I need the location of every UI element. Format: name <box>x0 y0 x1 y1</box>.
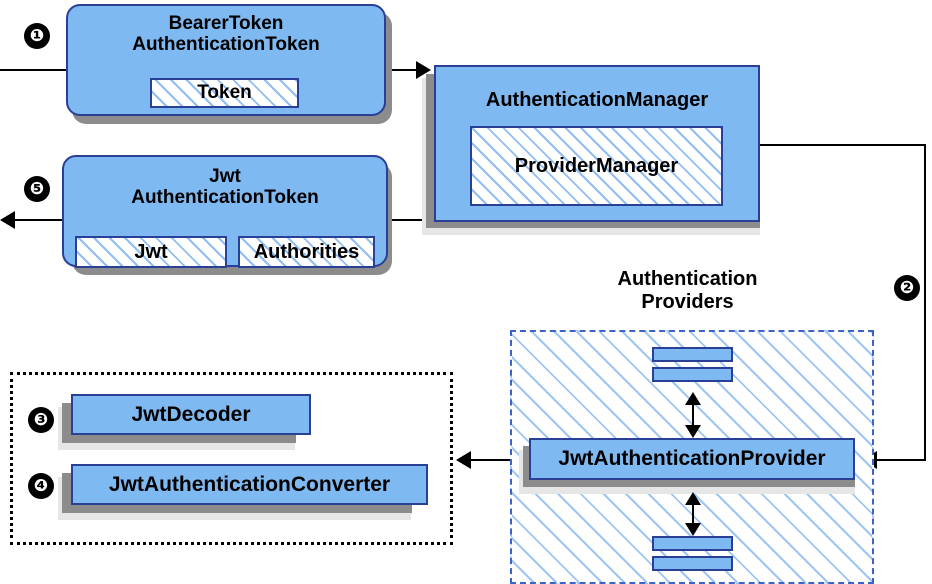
provider-manager-label: ProviderManager <box>514 154 679 177</box>
jwt-decoder-node[interactable]: JwtDecoder <box>71 394 311 435</box>
providers-region-caption: Authentication Providers <box>560 268 815 314</box>
badge-step-4: ❹ <box>28 473 54 499</box>
badge-step-3: ❸ <box>28 407 54 433</box>
provider-placeholder-bottom-1 <box>652 536 733 551</box>
connector-inbound-request <box>0 69 70 71</box>
jwt-support-group-region <box>10 372 453 545</box>
provider-placeholder-top-2 <box>652 367 733 382</box>
jwt-authentication-provider-node[interactable]: JwtAuthenticationProvider <box>529 438 855 480</box>
connector-provider-to-support <box>470 459 522 461</box>
bearer-token-node[interactable]: BearerToken AuthenticationToken <box>66 4 386 116</box>
connector-outbound-result <box>14 219 72 221</box>
arrowhead-into-support-group <box>456 451 471 469</box>
providers-caption-line2: Providers <box>641 291 734 313</box>
auth-manager-title: AuthenticationManager <box>434 86 760 114</box>
bearer-token-inner-token[interactable]: Token <box>150 78 299 108</box>
jwt-token-inner-jwt[interactable]: Jwt <box>75 236 227 268</box>
jwt-token-inner-authorities[interactable]: Authorities <box>238 236 375 268</box>
bearer-token-inner-token-label: Token <box>197 82 252 104</box>
jwt-token-title-line2: AuthenticationToken <box>131 187 319 209</box>
badge-step-5: ❺ <box>24 176 50 202</box>
jwt-token-title-line1: Jwt <box>209 166 241 187</box>
arrowhead-outbound-result <box>0 211 15 229</box>
connector-manager-to-providers-vertical <box>924 144 926 460</box>
provider-placeholder-bottom-2 <box>652 556 733 571</box>
arrowhead-provider-link-bottom-down <box>685 523 701 536</box>
connector-manager-to-providers-bottom <box>876 459 926 461</box>
bearer-token-title-line2: AuthenticationToken <box>132 34 320 56</box>
badge-step-1-number: ❶ <box>29 26 45 45</box>
badge-step-4-number: ❹ <box>33 476 49 495</box>
auth-manager-title-label: AuthenticationManager <box>485 88 709 111</box>
jwt-authentication-provider-label: JwtAuthenticationProvider <box>558 447 826 471</box>
providers-caption-line1: Authentication <box>617 268 758 290</box>
jwt-decoder-label: JwtDecoder <box>131 402 251 426</box>
jwt-token-inner-authorities-label: Authorities <box>253 240 360 263</box>
badge-step-2-number: ❷ <box>899 278 915 297</box>
connector-provider-link-top <box>692 398 694 428</box>
connector-manager-to-providers-top <box>760 144 926 146</box>
badge-step-5-number: ❺ <box>29 179 45 198</box>
badge-step-3-number: ❸ <box>33 410 49 429</box>
bearer-token-title-line1: BearerToken <box>168 13 284 34</box>
connector-token-to-manager <box>388 69 420 71</box>
badge-step-1: ❶ <box>24 23 50 49</box>
connector-manager-to-result <box>388 219 434 221</box>
connector-provider-link-bottom <box>692 498 694 526</box>
arrowhead-provider-link-top-down <box>685 425 701 438</box>
provider-placeholder-top-1 <box>652 347 733 362</box>
jwt-token-inner-jwt-label: Jwt <box>134 240 168 263</box>
jwt-authentication-converter-label: JwtAuthenticationConverter <box>108 472 391 496</box>
jwt-authentication-converter-node[interactable]: JwtAuthenticationConverter <box>71 464 428 505</box>
auth-manager-inner-provider-manager[interactable]: ProviderManager <box>470 126 723 206</box>
badge-step-2: ❷ <box>894 275 920 301</box>
